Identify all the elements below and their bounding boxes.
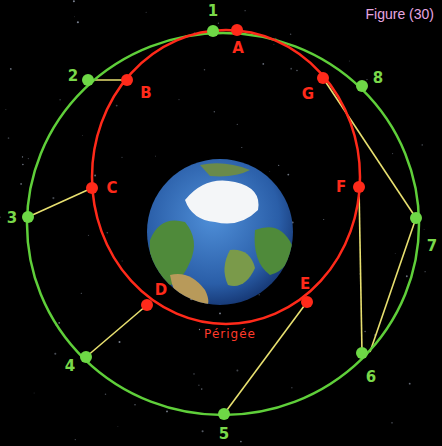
callout-number: 4 [65, 359, 75, 374]
point-label: A [232, 41, 244, 56]
point-label: E [300, 277, 310, 292]
callout-number: 6 [366, 370, 376, 385]
circular-orbit [27, 33, 419, 415]
earth [147, 159, 293, 312]
callout-number: 7 [427, 239, 437, 254]
star-field [0, 0, 426, 442]
callout-number: 1 [208, 4, 218, 19]
figure-title: Figure (30) [366, 6, 434, 22]
point-label: B [140, 86, 151, 101]
ellipse-points [86, 24, 365, 311]
callout-number: 8 [373, 71, 383, 86]
point-label: G [302, 87, 314, 102]
point-label: C [106, 181, 117, 196]
elliptical-orbit [92, 30, 360, 324]
callout-number: 3 [7, 211, 17, 226]
callout-number: 5 [219, 427, 229, 442]
perigee-label: Périgée [204, 328, 256, 340]
callout-number: 2 [68, 69, 78, 84]
point-label: F [336, 180, 346, 195]
point-label: D [155, 283, 167, 298]
circle-points [22, 25, 422, 420]
